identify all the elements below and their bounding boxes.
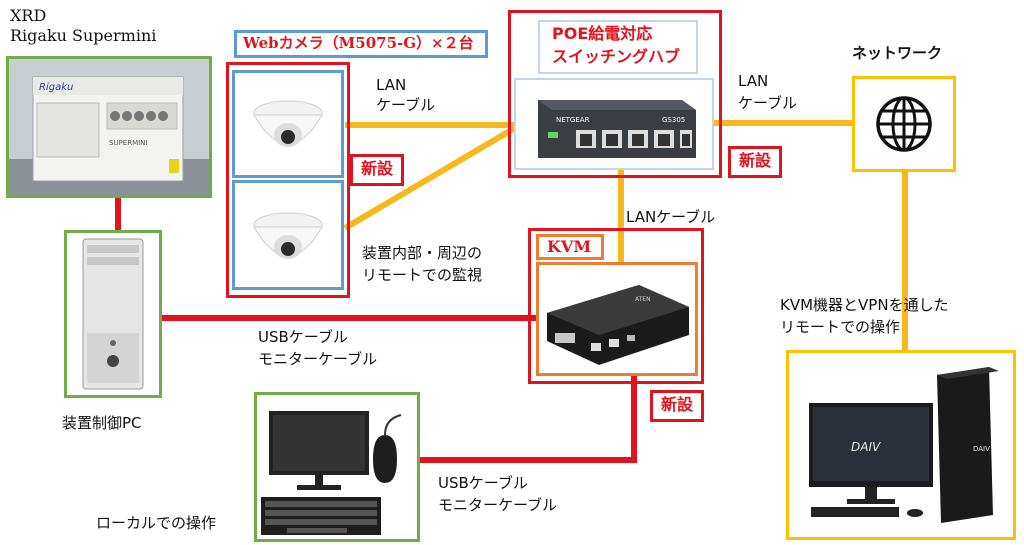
globe-icon [876, 96, 932, 152]
poe-hub-title-line1: POE給電対応 [552, 24, 653, 43]
local-operation-label: ローカルでの操作 [96, 514, 217, 532]
lan-cable-label-3: LANケーブル [626, 208, 716, 226]
xrd-instrument-frame: Rigaku SUPERMINI [6, 56, 212, 198]
new-badge-hub: 新設 [728, 146, 782, 178]
usb-cable-kvm-local [420, 375, 637, 463]
lan-cable-group [343, 120, 908, 352]
monitoring-label-line2: リモートでの監視 [362, 266, 483, 284]
remote-tower-brand: DAIV [973, 445, 990, 453]
local-workstation-image [261, 411, 402, 535]
webcam-title: Webカメラ（M5075-G）×２台 [243, 34, 474, 52]
monitoring-label-line1: 装置内部・周辺の [362, 244, 483, 262]
kvm-brand-text: ATEN [635, 296, 651, 303]
webcam-group-frame [226, 62, 350, 298]
control-pc-image [82, 238, 144, 390]
webcam-1-frame [232, 70, 344, 178]
control-pc-label: 装置制御PC [62, 414, 142, 432]
usb-cable-label-2-line2: モニターケーブル [438, 496, 558, 514]
poe-hub-image: NETGEAR GS305 [538, 100, 696, 158]
webcam-title-box: Webカメラ（M5075-G）×２台 [234, 30, 488, 58]
webcam-1-image [253, 100, 323, 147]
lan-cable-label-2-line2: ケーブル [738, 94, 798, 112]
remote-operation-label-line2: リモートでの操作 [780, 318, 901, 336]
poe-hub-title-box: POE給電対応 スイッチングハブ [538, 20, 698, 74]
remote-pc-frame: DAIV DAIV [786, 350, 1016, 540]
lan-cable-camera2-hub [343, 125, 517, 231]
poe-hub-image-frame: NETGEAR GS305 [514, 78, 714, 170]
control-pc-frame [64, 230, 162, 398]
kvm-title-box: KVM [536, 234, 604, 260]
lan-cable-label-1-line2: ケーブル [376, 96, 436, 114]
new-badge-kvm: 新設 [650, 390, 704, 422]
hub-model-text: GS305 [662, 116, 685, 124]
hub-brand-text: NETGEAR [556, 116, 590, 124]
xrd-model-text: SUPERMINI [109, 139, 147, 147]
usb-cable-label-1-line2: モニターケーブル [258, 350, 378, 368]
remote-monitor-brand: DAIV [851, 440, 881, 454]
network-frame [852, 76, 956, 172]
network-label: ネットワーク [852, 44, 943, 62]
poe-hub-title-line2: スイッチングハブ [552, 47, 681, 66]
remote-operation-label-line1: KVM機器とVPNを通した [780, 296, 949, 314]
remote-pc-image: DAIV DAIV [809, 367, 999, 523]
webcam-2-image [253, 212, 323, 259]
usb-cable-label-2-line1: USBケーブル [438, 474, 528, 492]
xrd-brand-text: Rigaku [39, 82, 73, 93]
local-workstation-frame [254, 392, 420, 542]
usb-cable-label-1-line1: USBケーブル [258, 328, 348, 346]
kvm-device-image: ATEN [547, 285, 689, 365]
lan-cable-label-2-line1: LAN [738, 72, 769, 90]
xrd-instrument-image: Rigaku SUPERMINI [9, 59, 209, 195]
xrd-label-line1: XRD [10, 6, 47, 25]
poe-hub-group-frame [508, 10, 722, 178]
kvm-group-frame [528, 228, 704, 384]
webcam-2-frame [232, 180, 344, 290]
kvm-image-frame: ATEN [536, 262, 698, 376]
new-badge-camera: 新設 [350, 154, 404, 186]
xrd-label-line2: Rigaku Supermini [10, 26, 157, 45]
kvm-title: KVM [547, 237, 592, 256]
usb-cable-group [115, 196, 637, 463]
lan-cable-label-1-line1: LAN [376, 76, 407, 94]
